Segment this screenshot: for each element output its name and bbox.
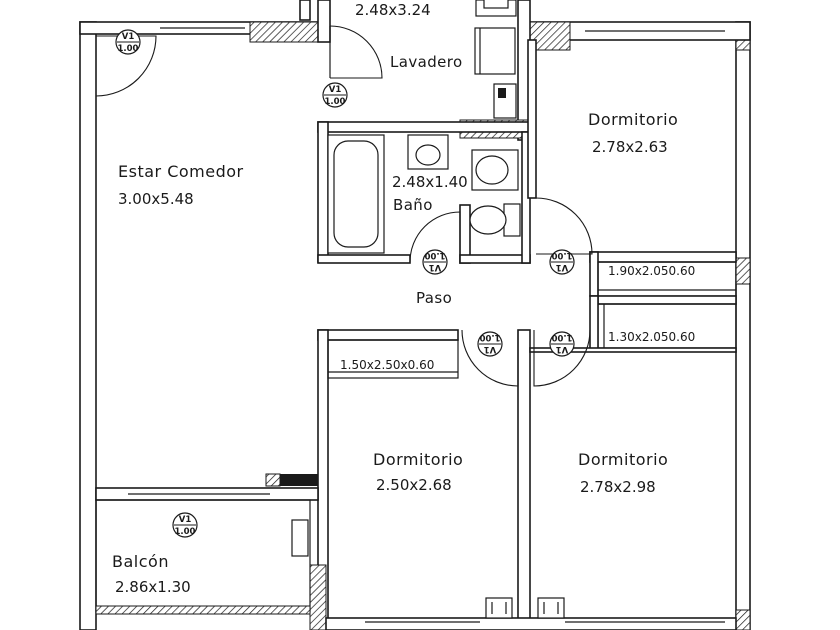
bano-dims: 2.48x1.40 <box>392 173 468 191</box>
balcon-name: Balcón <box>112 552 169 571</box>
wall-closet-a-b <box>597 295 737 305</box>
washer-detail-icon <box>483 0 509 9</box>
wall-dorm1-bottom <box>589 251 737 263</box>
wall-right <box>735 21 751 630</box>
wall-dorm-divider <box>517 329 531 630</box>
wall-right-col-mid <box>735 257 751 285</box>
door-tag-dorm2-code: V1 <box>484 344 497 354</box>
sink-lav-knob <box>498 88 506 98</box>
balcon-fixture-icon <box>291 519 309 557</box>
wall-bano-bottom-left <box>317 254 411 264</box>
wall-closet-b-left <box>589 295 599 351</box>
estar-comedor-name: Estar Comedor <box>118 162 244 181</box>
wall-dorm1-left <box>527 39 537 199</box>
wall-bottom <box>325 617 737 630</box>
estar-comedor-dims: 3.00x5.48 <box>118 190 194 208</box>
heater-icon <box>474 27 516 75</box>
balcon-dims: 2.86x1.30 <box>115 578 191 596</box>
closet-c-box <box>327 339 459 379</box>
door-swing-dorm2 <box>461 329 519 387</box>
door-tag-balcon: V1 1.00 <box>172 512 198 538</box>
door-tag-dorm1: V1 1.00 <box>549 249 575 275</box>
door-tag-bano-code: V1 <box>429 262 442 272</box>
door-tag-living-value: 1.00 <box>118 44 139 54</box>
door-tag-lav-code: V1 <box>329 85 342 95</box>
wall-bano-left <box>317 121 329 263</box>
dormitorio-1-dims: 2.78x2.63 <box>592 138 668 156</box>
door-tag-living-code: V1 <box>122 32 135 42</box>
door-tag-bano: V1 1.00 <box>422 249 448 275</box>
door-tag-dorm1-value: 1.00 <box>551 250 572 260</box>
closet-c-dims: 1.50x2.50x0.60 <box>340 358 434 372</box>
wall-column-top <box>249 21 326 43</box>
door-tag-dorm3-value: 1.00 <box>551 332 572 342</box>
bathtub-inner-icon <box>333 140 379 248</box>
paso-name: Paso <box>416 289 452 307</box>
bano-name: Baño <box>393 196 433 214</box>
door-swing-lav <box>329 25 383 79</box>
wall-closet-a-left <box>589 251 599 297</box>
dormitorio-3-name: Dormitorio <box>578 450 668 469</box>
door-tag-dorm3-code: V1 <box>556 344 569 354</box>
radiator-dorm2-icon <box>485 597 513 619</box>
wall-dorm2-top <box>317 329 459 341</box>
door-tag-living: V1 1.00 <box>115 29 141 55</box>
door-tag-lav-value: 1.00 <box>325 97 346 107</box>
lavadero-dims: 2.48x3.24 <box>355 1 431 19</box>
balcon-railing <box>95 605 311 615</box>
door-tag-dorm2-value: 1.00 <box>479 332 500 342</box>
door-swing-living <box>95 35 157 97</box>
lavadero-name: Lavadero <box>390 53 463 71</box>
wall-living-dark <box>280 474 318 486</box>
door-tag-bano-value: 1.00 <box>424 250 445 260</box>
dormitorio-3-dims: 2.78x2.98 <box>580 478 656 496</box>
radiator-dorm3-icon <box>537 597 565 619</box>
door-swing-dorm3 <box>533 329 591 387</box>
wall-dorm2-col <box>309 564 327 630</box>
door-tag-balcon-code: V1 <box>179 515 192 525</box>
door-tag-dorm1-code: V1 <box>556 262 569 272</box>
dormitorio-1-name: Dormitorio <box>588 110 678 129</box>
bidet-bowl-icon <box>475 155 509 185</box>
dormitorio-2-dims: 2.50x2.68 <box>376 476 452 494</box>
wall-dorm3-top <box>529 347 737 353</box>
closet-a-dims: 1.90x2.050.60 <box>608 264 695 278</box>
wall-bano-top <box>317 121 531 133</box>
door-tag-lavadero: V1 1.00 <box>322 82 348 108</box>
door-tag-dorm2: V1 1.00 <box>477 331 503 357</box>
closet-b-dims: 1.30x2.050.60 <box>608 330 695 344</box>
door-swing-dorm1 <box>535 197 593 255</box>
wall-lav-left <box>317 0 331 43</box>
wall-living-hatch <box>265 473 281 487</box>
door-tag-dorm3: V1 1.00 <box>549 331 575 357</box>
dormitorio-2-name: Dormitorio <box>373 450 463 469</box>
wall-right-col-bot <box>735 609 751 630</box>
wall-left <box>79 21 97 630</box>
washbasin-bowl-icon <box>415 144 441 166</box>
wall-lav-left-top <box>299 0 311 21</box>
door-swing-bano <box>409 211 461 263</box>
door-tag-balcon-value: 1.00 <box>175 527 196 537</box>
toilet-bowl-icon <box>469 205 507 235</box>
wall-bano-bottom-right <box>459 254 531 264</box>
